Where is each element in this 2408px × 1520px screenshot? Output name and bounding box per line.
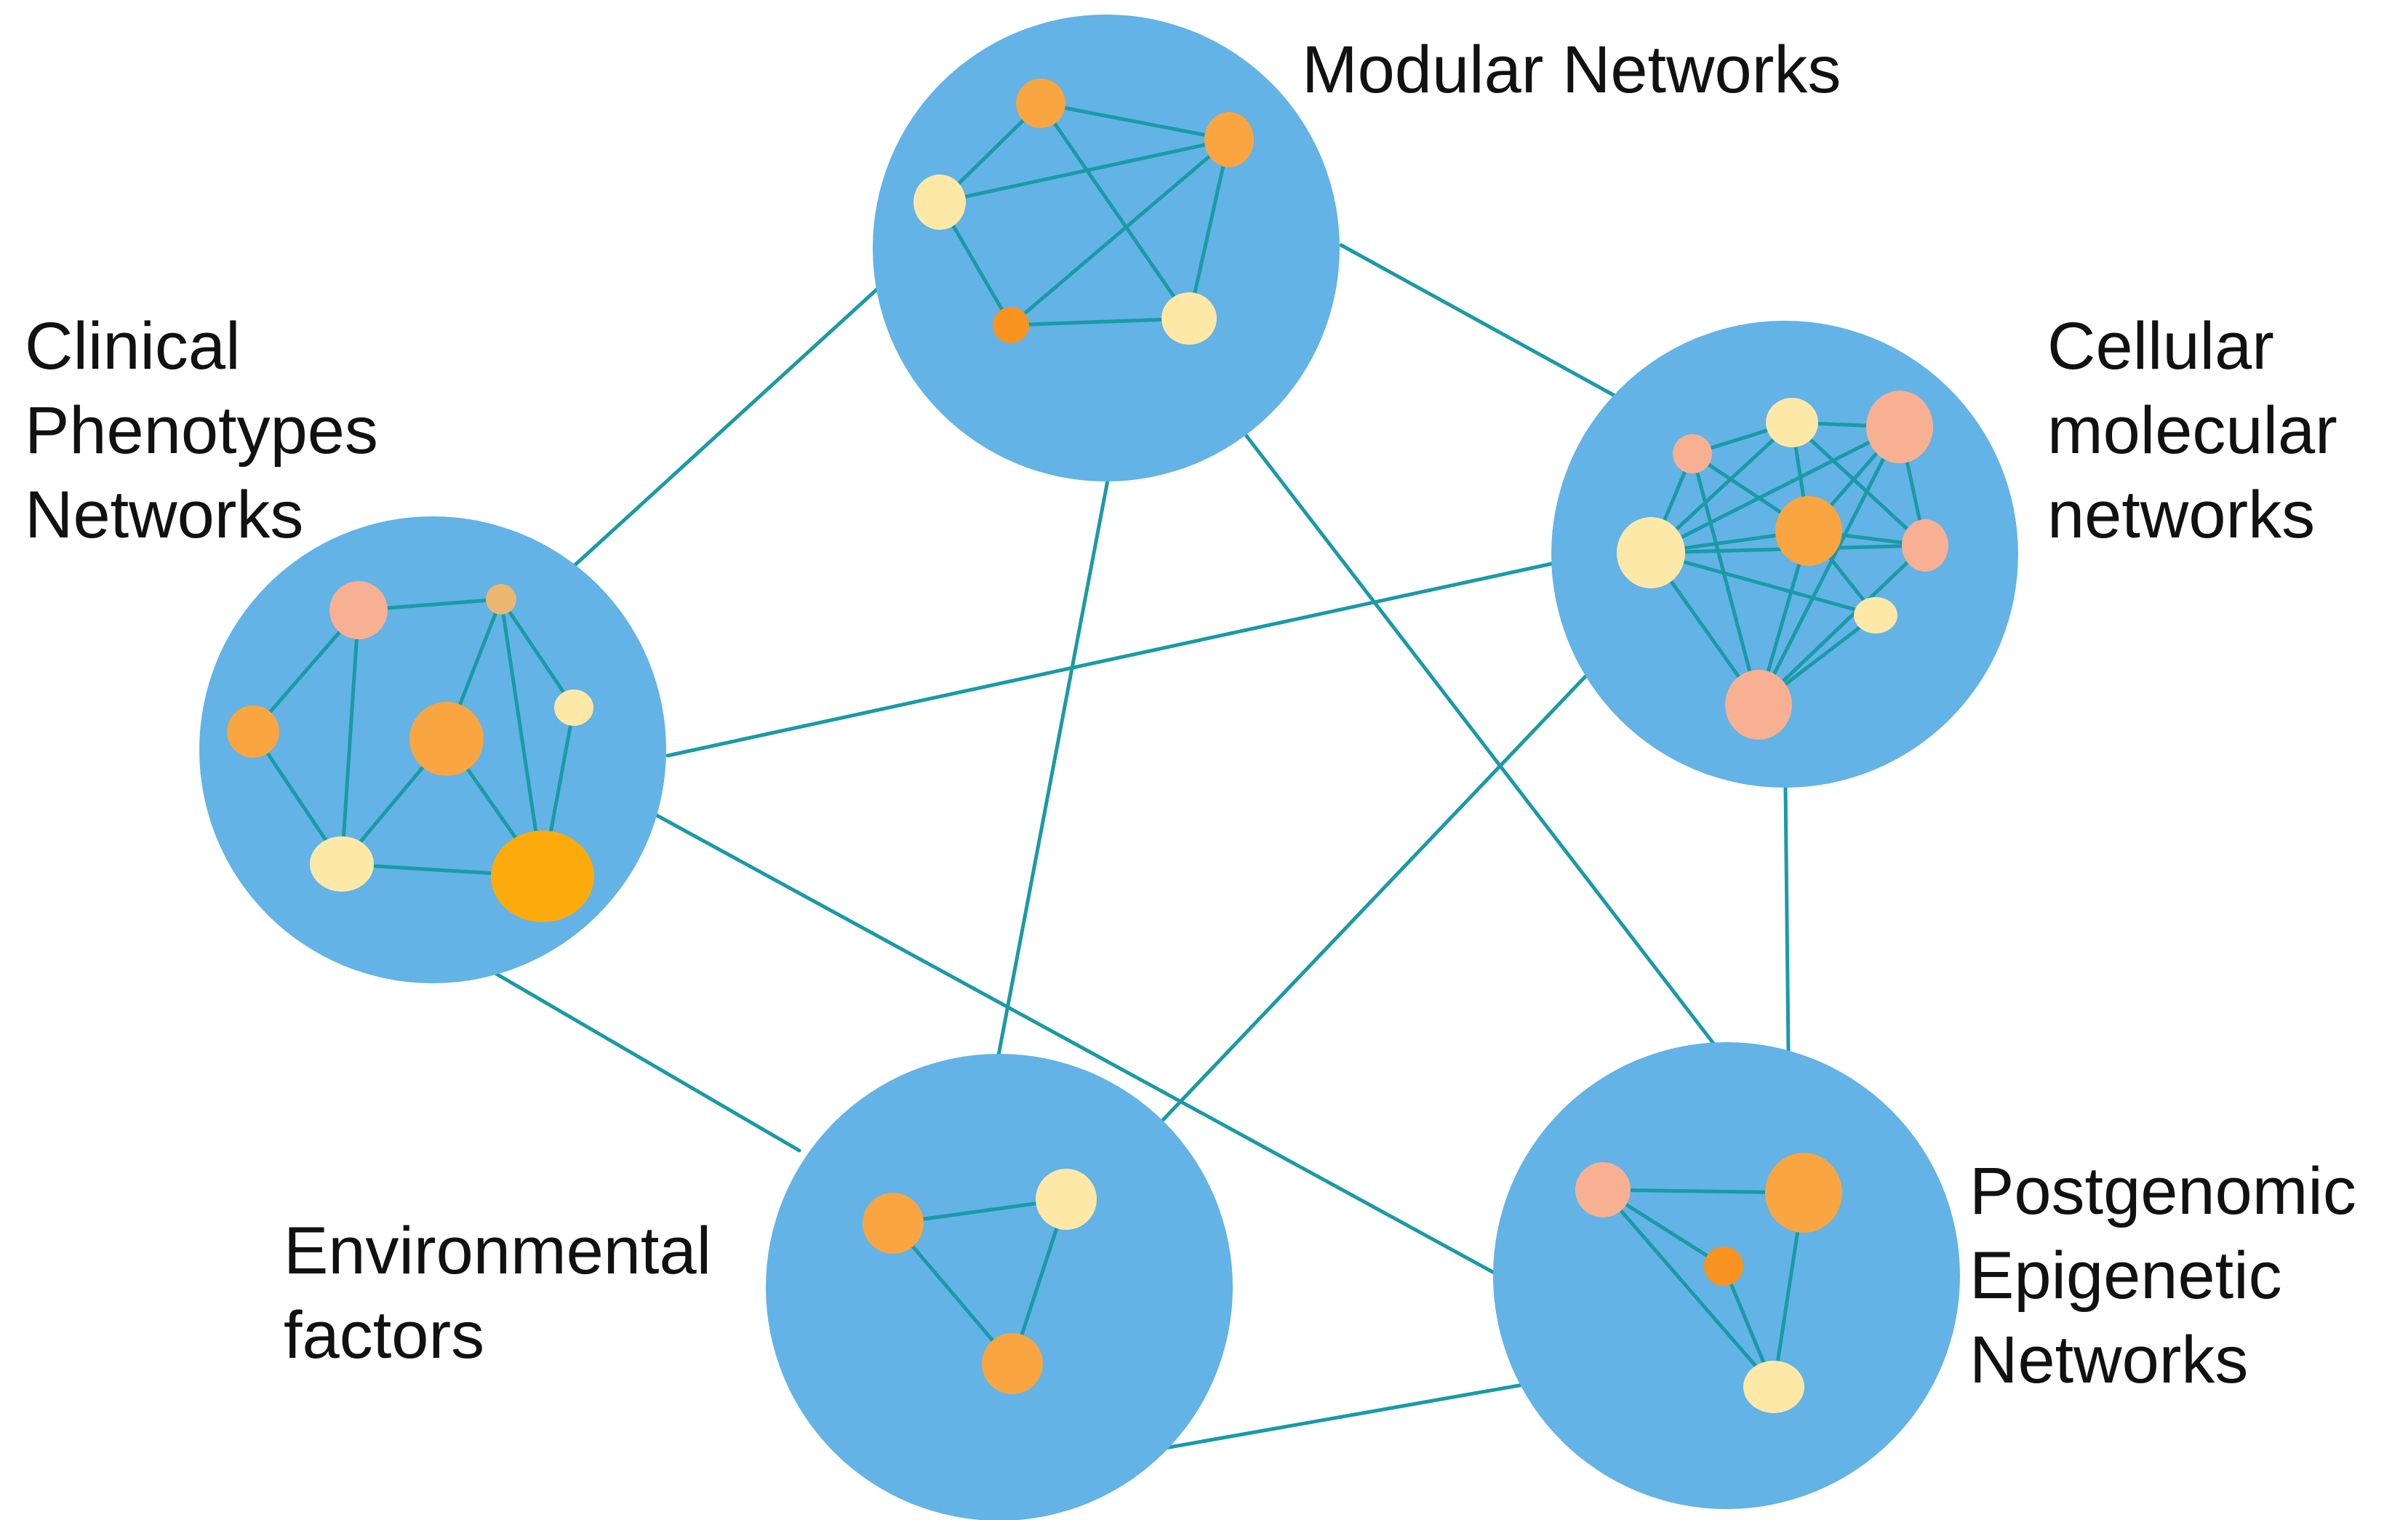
- label-postgenomic-epigenetic-networks: Postgenomic Epigenetic Networks: [1969, 1149, 2356, 1402]
- inter-link-environmental-postgenomic: [1126, 1382, 1529, 1457]
- label-line: Epigenetic: [1969, 1239, 2282, 1313]
- network-node: [982, 1333, 1043, 1394]
- inter-link-cellular-postgenomic: [1783, 785, 1791, 1054]
- label-cellular-molecular-networks: Cellular molecular networks: [2047, 304, 2337, 557]
- label-line: Postgenomic: [1969, 1154, 2356, 1228]
- label-line: networks: [2047, 478, 2316, 552]
- cluster-modular: [873, 15, 1340, 481]
- label-line: factors: [284, 1298, 485, 1372]
- cluster-circle: [766, 1054, 1233, 1520]
- network-node: [1775, 496, 1842, 566]
- label-line: Phenotypes: [25, 393, 378, 468]
- internal-edge: [340, 608, 361, 866]
- internal-edge: [1009, 316, 1191, 327]
- network-node: [1725, 670, 1792, 740]
- network-node: [1766, 398, 1818, 447]
- internal-edge: [1601, 1188, 1776, 1389]
- network-node: [1866, 391, 1933, 463]
- label-environmental-factors: Environmental factors: [284, 1209, 711, 1377]
- internal-edge: [499, 597, 545, 879]
- internal-edge: [1649, 551, 1878, 617]
- internal-edge: [1039, 101, 1191, 321]
- cluster-clinical: [199, 516, 666, 983]
- network-node: [329, 581, 388, 639]
- network-node: [227, 705, 279, 758]
- network-node: [1617, 517, 1685, 588]
- inter-link-clinical-environmental: [487, 967, 801, 1153]
- inter-link-modular-clinical: [561, 284, 883, 578]
- clusters: [199, 15, 2018, 1520]
- network-node: [554, 689, 593, 726]
- inter-link-modular-postgenomic: [1241, 429, 1724, 1056]
- network-node: [409, 702, 484, 776]
- network-node: [1704, 1247, 1743, 1286]
- network-node: [486, 584, 516, 615]
- internal-edge: [1690, 452, 1761, 707]
- network-node: [1765, 1153, 1842, 1233]
- internal-edge: [1039, 101, 1231, 142]
- inter-link-clinical-cellular: [665, 561, 1554, 758]
- internal-edge: [891, 1221, 1015, 1366]
- network-node: [993, 307, 1029, 343]
- label-line: Clinical: [25, 309, 241, 383]
- network-node: [913, 175, 966, 230]
- network-node: [1161, 292, 1217, 345]
- inter-link-modular-environmental: [996, 471, 1111, 1061]
- network-node: [1902, 519, 1948, 572]
- cluster-environmental: [766, 1054, 1233, 1520]
- label-line: Networks: [1969, 1323, 2249, 1397]
- network-node: [1673, 434, 1712, 473]
- label-line: molecular: [2047, 393, 2337, 468]
- internal-edge: [499, 597, 576, 710]
- label-line: Environmental: [284, 1214, 712, 1288]
- internal-edge: [1009, 137, 1231, 327]
- label-line: Modular Networks: [1302, 33, 1841, 107]
- inter-link-clinical-postgenomic: [653, 812, 1499, 1276]
- inter-link-cellular-environmental: [1161, 674, 1588, 1122]
- network-node: [310, 836, 374, 892]
- internal-edge: [1756, 543, 1927, 707]
- cluster-postgenomic: [1493, 1042, 1960, 1509]
- cluster-cellular: [1551, 321, 2018, 788]
- network-node: [1575, 1162, 1631, 1217]
- cluster-circle: [873, 15, 1340, 481]
- label-line: Cellular: [2047, 309, 2274, 383]
- network-node: [1036, 1169, 1097, 1230]
- network-node: [1016, 79, 1065, 128]
- internal-edge: [1790, 420, 1927, 548]
- internal-edge: [937, 137, 1231, 204]
- network-node: [1204, 112, 1254, 167]
- label-clinical-phenotypes-networks: Clinical Phenotypes Networks: [25, 304, 378, 557]
- network-node: [863, 1193, 924, 1254]
- network-node: [1743, 1361, 1804, 1413]
- network-node: [491, 831, 594, 922]
- internal-edge: [1187, 137, 1231, 321]
- inter-cluster-links: [487, 243, 1791, 1457]
- internal-edge: [1756, 425, 1902, 707]
- label-modular-networks: Modular Networks: [1302, 28, 1841, 112]
- network-node: [1854, 597, 1897, 633]
- inter-link-modular-cellular: [1339, 243, 1625, 402]
- label-line: Networks: [25, 478, 304, 552]
- internal-edge: [1649, 425, 1902, 555]
